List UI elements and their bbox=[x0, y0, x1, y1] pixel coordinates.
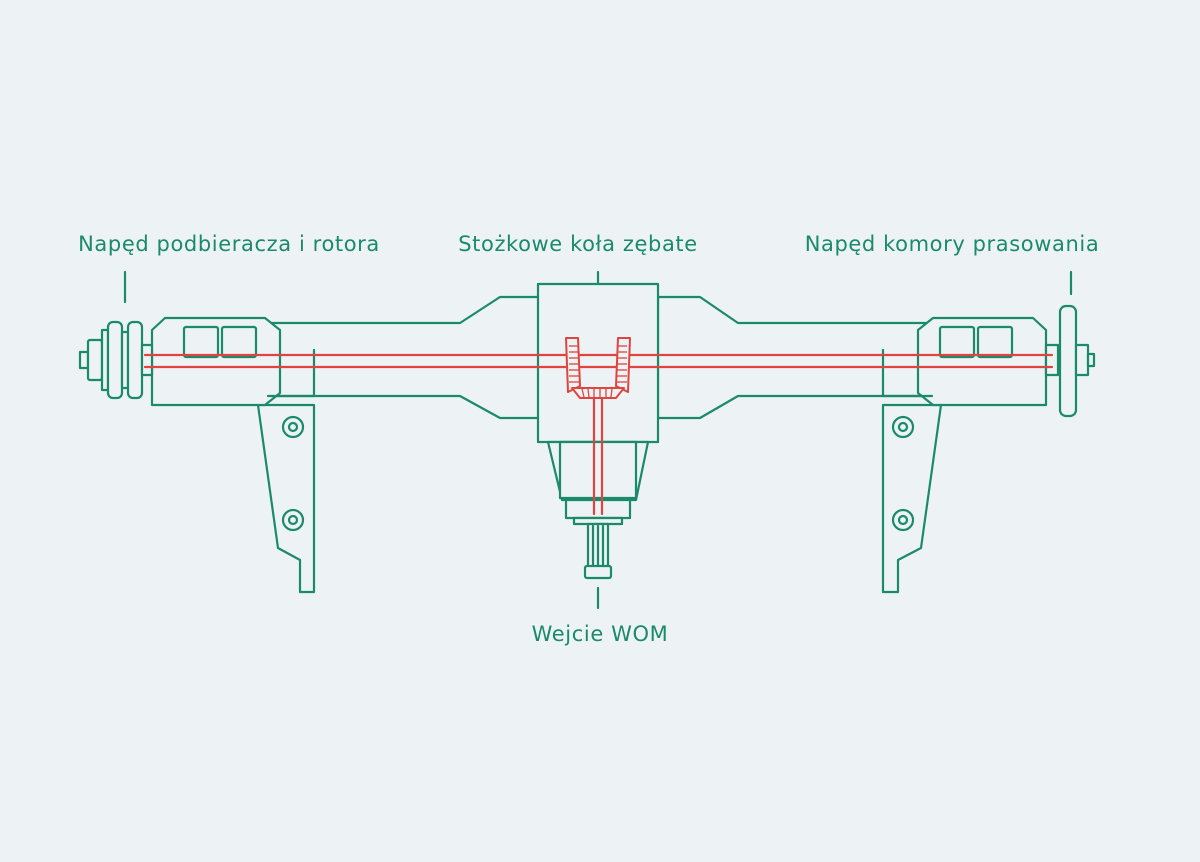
label-pto-input: Wejcie WOM bbox=[531, 622, 669, 646]
label-bevel-gears: Stożkowe koła zębate bbox=[458, 232, 698, 256]
label-bale-chamber-drive: Napęd komory prasowania bbox=[804, 232, 1100, 256]
pto-input-shaft bbox=[583, 522, 613, 580]
right-axle-housing bbox=[656, 295, 1048, 420]
left-axle-housing bbox=[150, 295, 542, 420]
bevel-gears bbox=[565, 337, 631, 399]
main-drive-shaft bbox=[143, 353, 1054, 516]
left-shaft-end bbox=[78, 320, 154, 400]
label-pickup-rotor-drive: Napęd podbieracza i rotora bbox=[78, 232, 380, 256]
central-gear-housing bbox=[536, 282, 660, 526]
left-mounting-bracket bbox=[256, 403, 316, 594]
right-mounting-bracket bbox=[881, 403, 943, 594]
right-sprocket bbox=[1044, 304, 1096, 418]
